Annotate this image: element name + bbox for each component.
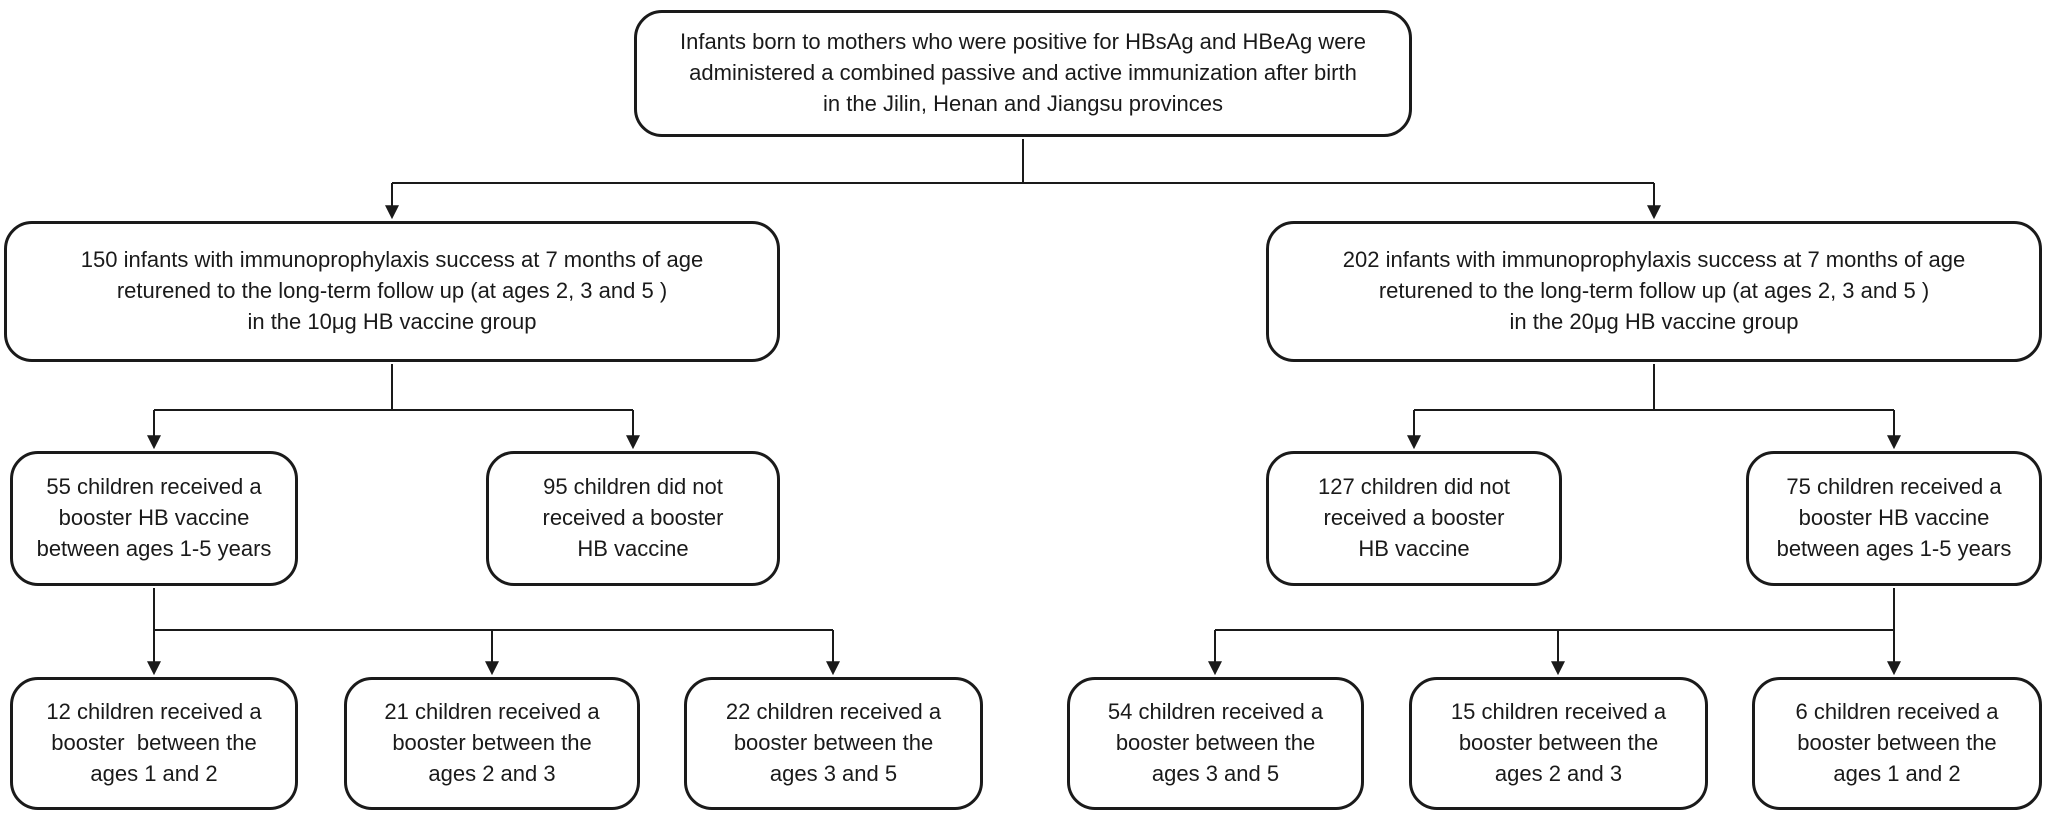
node-booster-20ug-age-3-5: 54 children received a booster between t… bbox=[1067, 677, 1364, 810]
node-no-booster-10ug: 95 children did not received a booster H… bbox=[486, 451, 780, 586]
node-cohort-20ug: 202 infants with immunoprophylaxis succe… bbox=[1266, 221, 2042, 362]
node-booster-10ug-age-1-2: 12 children received a booster between t… bbox=[10, 677, 298, 810]
node-booster-20ug-age-2-3: 15 children received a booster between t… bbox=[1409, 677, 1708, 810]
node-booster-20ug: 75 children received a booster HB vaccin… bbox=[1746, 451, 2042, 586]
node-cohort-10ug: 150 infants with immunoprophylaxis succe… bbox=[4, 221, 780, 362]
node-root: Infants born to mothers who were positiv… bbox=[634, 10, 1412, 137]
node-booster-10ug-age-3-5: 22 children received a booster between t… bbox=[684, 677, 983, 810]
node-no-booster-20ug: 127 children did not received a booster … bbox=[1266, 451, 1562, 586]
node-booster-10ug: 55 children received a booster HB vaccin… bbox=[10, 451, 298, 586]
node-booster-10ug-age-2-3: 21 children received a booster between t… bbox=[344, 677, 640, 810]
node-booster-20ug-age-1-2: 6 children received a booster between th… bbox=[1752, 677, 2042, 810]
